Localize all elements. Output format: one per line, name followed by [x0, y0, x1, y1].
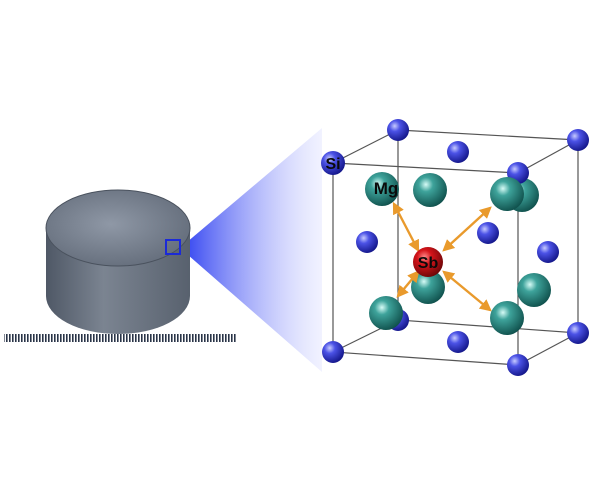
si-label: Si — [325, 156, 340, 173]
bond-arrows — [392, 201, 492, 312]
si-atom — [567, 129, 589, 151]
si-atom — [322, 341, 344, 363]
sb-label: Sb — [418, 255, 439, 272]
si-atom — [507, 354, 529, 376]
si-atom-labeled — [321, 151, 345, 175]
mg-atoms-front — [365, 172, 524, 335]
ruler-scale-icon — [4, 334, 236, 342]
mg-atom — [369, 296, 403, 330]
mg-atom — [517, 273, 551, 307]
mg-atom — [490, 177, 524, 211]
mg-atom — [490, 301, 524, 335]
mg-label: Mg — [374, 179, 399, 198]
mg-atom — [365, 172, 399, 206]
zoom-region-marker — [165, 239, 181, 255]
pellet-cylinder-icon — [45, 189, 191, 334]
si-atom — [477, 222, 499, 244]
si-atom — [356, 231, 378, 253]
si-atom — [387, 119, 409, 141]
mg-atom — [413, 173, 447, 207]
si-atoms-back — [387, 119, 589, 344]
si-atom — [447, 141, 469, 163]
si-atom — [537, 241, 559, 263]
si-atom — [567, 322, 589, 344]
si-atoms-front — [322, 162, 559, 376]
zoom-beam-icon — [180, 128, 322, 372]
si-atom — [447, 331, 469, 353]
sb-atom — [413, 247, 443, 277]
